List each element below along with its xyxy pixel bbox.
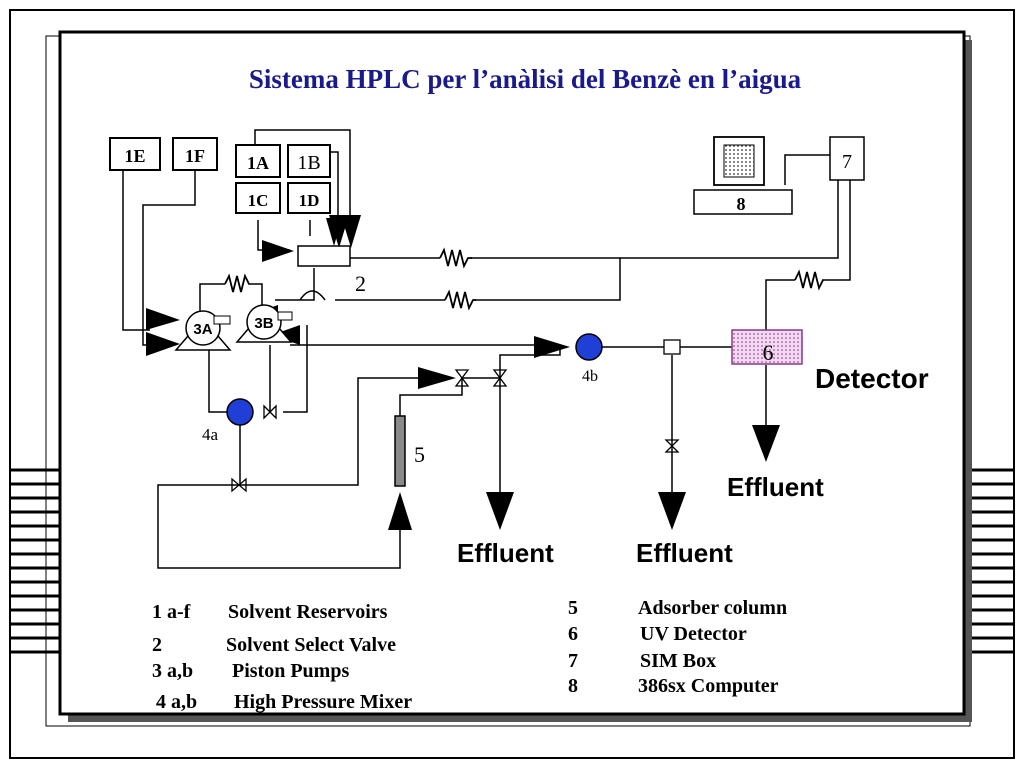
legend-left-text-4: High Pressure Mixer <box>234 691 412 713</box>
legend-right-num-1: 5 <box>568 597 578 619</box>
piping <box>122 129 851 569</box>
legend-right-num-2: 6 <box>568 623 578 645</box>
page-title: Sistema HPLC per l’anàlisi del Benzè en … <box>249 64 802 94</box>
reservoir-1B: 1B <box>287 144 331 178</box>
reservoir-1A: 1A <box>235 144 281 178</box>
legend-left-num-2: 2 <box>152 634 162 656</box>
legend-left-num-3: 3 a,b <box>152 660 193 682</box>
legend-right-text-2: UV Detector <box>640 623 747 645</box>
uv-detector: 6 <box>731 329 803 365</box>
reservoir-1E: 1E <box>109 137 161 171</box>
pump-3A-label: 3A <box>193 321 212 338</box>
reservoir-1D-label: 1D <box>299 191 320 210</box>
legend-left-text-2: Solvent Select Valve <box>226 634 396 656</box>
pump-3B-label: 3B <box>254 315 273 332</box>
mixer-4a-label: 4a <box>202 425 219 444</box>
reservoir-1B-label: 1B <box>297 152 320 174</box>
adsorber-column: 5 <box>394 415 425 487</box>
reservoir-1A-label: 1A <box>247 153 269 173</box>
effluent-label-3: Effluent <box>727 472 824 502</box>
junction-box <box>663 339 681 355</box>
legend-right: 5 Adsorber column 6 UV Detector 7 SIM Bo… <box>568 597 787 697</box>
legend-left-text-1: Solvent Reservoirs <box>228 601 388 623</box>
shutoff-valves <box>231 369 680 493</box>
mixer-4a: 4a <box>202 398 254 444</box>
legend-left-num-4: 4 a,b <box>156 691 197 713</box>
right-stripes <box>966 468 1014 654</box>
sim-box: 7 <box>829 136 865 181</box>
column-label: 5 <box>414 442 425 467</box>
left-stripes <box>10 468 60 654</box>
legend-left-text-3: Piston Pumps <box>232 660 349 682</box>
reservoir-1F: 1F <box>172 137 218 171</box>
simbox-label: 7 <box>842 151 852 173</box>
reservoir-1E-label: 1E <box>124 146 145 166</box>
mixer-4b-label: 4b <box>582 368 598 385</box>
valve-label: 2 <box>355 271 366 296</box>
computer: 8 <box>693 136 793 215</box>
computer-label: 8 <box>737 194 746 214</box>
pump-3A: 3A <box>174 310 232 351</box>
reservoir-1F-label: 1F <box>185 146 205 166</box>
reservoir-1C-label: 1C <box>248 191 269 210</box>
flow-arrows <box>146 215 780 530</box>
legend-right-text-3: SIM Box <box>640 650 716 672</box>
legend-left: 1 a-f Solvent Reservoirs 2 Solvent Selec… <box>152 601 412 713</box>
legend-right-num-3: 7 <box>568 650 578 672</box>
reservoir-1D: 1D <box>287 182 331 214</box>
restrictors <box>224 247 824 311</box>
detector-label: 6 <box>763 340 774 365</box>
reservoir-1C: 1C <box>235 182 281 214</box>
effluent-label-1: Effluent <box>457 538 554 568</box>
effluent-label-2: Effluent <box>636 538 733 568</box>
solvent-select-valve: 2 <box>297 245 366 296</box>
pump-3B: 3B <box>235 304 293 343</box>
legend-right-text-1: Adsorber column <box>638 597 787 619</box>
legend-left-num-1: 1 a-f <box>152 601 191 623</box>
mixer-4b: 4b <box>575 333 603 385</box>
detector-caption: Detector <box>815 363 929 394</box>
legend-right-num-4: 8 <box>568 675 578 697</box>
legend-right-text-4: 386sx Computer <box>638 675 779 697</box>
